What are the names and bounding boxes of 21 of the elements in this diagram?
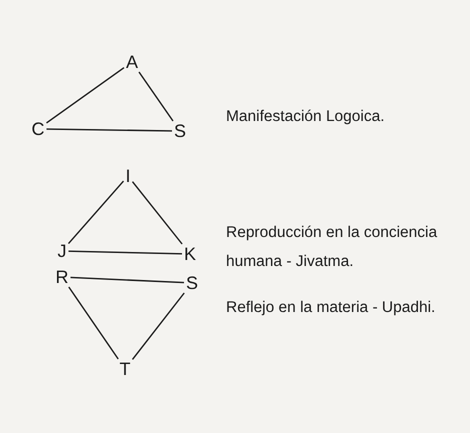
triangle-side: [46, 67, 124, 124]
caption-text: Reflejo en la materia - Upadhi.: [226, 298, 436, 318]
triangle-side: [68, 286, 119, 360]
vertex-label: R: [54, 267, 70, 287]
triangle-side: [70, 276, 184, 284]
triangle-side: [132, 292, 185, 360]
triangle-side: [138, 72, 174, 122]
caption-text: Manifestación Logoica.: [226, 107, 386, 127]
vertex-label: T: [118, 359, 132, 379]
triangle-side: [68, 250, 182, 254]
vertex-label: I: [124, 166, 132, 186]
caption-text: Reproducción en la conciencia humana - Jivatma.: [226, 223, 438, 272]
triangle-side: [46, 128, 172, 132]
vertex-label: K: [182, 244, 198, 264]
vertex-label: J: [56, 241, 68, 261]
vertex-label: S: [184, 273, 200, 293]
triangle-side: [132, 181, 183, 244]
triangle-side: [68, 180, 124, 244]
vertex-label: A: [124, 52, 140, 72]
vertex-label: S: [172, 121, 188, 141]
vertex-label: C: [30, 119, 46, 139]
